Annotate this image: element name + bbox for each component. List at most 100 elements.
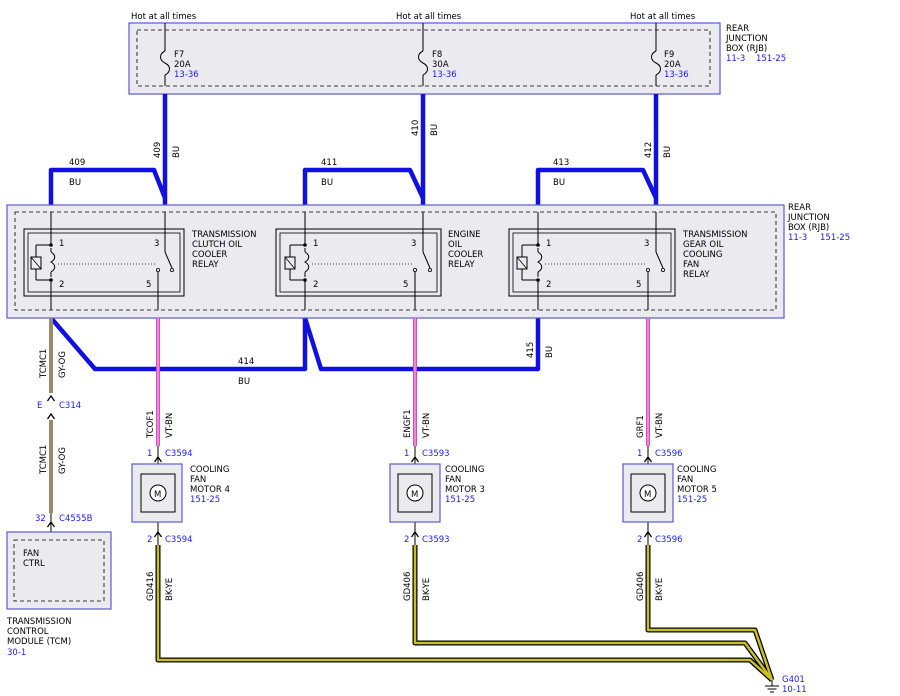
- relay-3-label-4: FAN: [683, 260, 699, 270]
- motor-5-icon: [639, 484, 657, 502]
- fuse-f9: F9 20A 13-36: [651, 50, 689, 80]
- fuse-f8-ref: 13-36: [432, 70, 457, 80]
- relay-3-pin-2: 2: [546, 280, 551, 290]
- rjb-bottom-label-3: BOX (RJB): [788, 223, 829, 233]
- tcm-label-2: CONTROL: [7, 627, 49, 637]
- wire-415-circuit: 415: [526, 342, 536, 358]
- wire-409-feed-circuit: 409: [153, 142, 163, 158]
- fuse-f7-rating: 20A: [174, 60, 191, 70]
- fuse-f8: F8 30A 13-36: [418, 50, 457, 80]
- relay-1-label-2: CLUTCH OIL: [192, 240, 242, 250]
- relay-2-label-2: OIL: [448, 240, 462, 250]
- wire-413-jump-circuit: 413: [553, 158, 569, 168]
- ground-name: G401: [782, 675, 805, 685]
- motor-5-pin-top: 1: [637, 449, 642, 459]
- wire-415-color: BU: [545, 346, 555, 358]
- wire-410-feed-color: BU: [430, 124, 440, 136]
- rjb-bottom-box: [6, 204, 785, 319]
- relay-2-pin-3: 3: [411, 239, 416, 249]
- motor-3-pin-top: 1: [404, 449, 409, 459]
- wire-tcmc1-lower-circuit: TCMC1: [39, 445, 49, 475]
- wire-grf1-circuit: GRF1: [636, 415, 646, 438]
- motor-5-label-2: FAN: [677, 475, 693, 485]
- fuse-f8-rating: 30A: [432, 60, 449, 70]
- relay-3-label-2: GEAR OIL: [683, 240, 724, 250]
- wire-tcmc1-upper-color: GY-OG: [58, 351, 68, 378]
- wire-grf1-color: VT-BN: [655, 413, 665, 438]
- motor-3-label-2: FAN: [445, 475, 461, 485]
- motor-3-label-1: COOLING: [445, 465, 485, 475]
- wire-410-feed-circuit: 410: [411, 120, 421, 136]
- wire-tcmc1-upper-circuit: TCMC1: [39, 349, 49, 379]
- ground-ref: 10-11: [782, 685, 807, 695]
- wire-414-circuit: 414: [238, 357, 254, 367]
- wire-414-color: BU: [238, 377, 250, 387]
- wire-415: [302, 317, 541, 372]
- motor-4-conn-bottom: C3594: [165, 535, 193, 545]
- motor-3-label-3: MOTOR 3: [445, 485, 485, 495]
- motor-3-pin-bottom: 2: [404, 535, 409, 545]
- motor-5-symbol: M: [644, 490, 651, 500]
- tcm-ref: 30-1: [7, 648, 26, 658]
- rjb-bottom-ref-1: 11-3: [788, 233, 807, 243]
- wire-gd416-circuit: GD416: [146, 572, 156, 601]
- wire-engf1-circuit: ENGF1: [403, 409, 413, 438]
- motor-5-ref: 151-25: [677, 495, 707, 505]
- motor-4-ref: 151-25: [190, 495, 220, 505]
- relay-1-pin-5: 5: [146, 280, 151, 290]
- wire-tcmc1-lower-color: GY-OG: [58, 447, 68, 474]
- fuse-f8-name: F8: [432, 50, 442, 60]
- wire-411-jump-circuit: 411: [321, 158, 337, 168]
- wire-409-jump: [48, 167, 168, 205]
- wire-409-feed-color: BU: [172, 146, 182, 158]
- wire-411-jump: [302, 167, 426, 205]
- relay-3-pin-3: 3: [644, 239, 649, 249]
- relay-1-label-4: RELAY: [192, 260, 219, 270]
- relay-1-label-3: COOLER: [192, 250, 227, 260]
- hot-label-3: Hot at all times: [630, 12, 696, 22]
- motor-5-pin-bottom: 2: [637, 535, 642, 545]
- motor-3-symbol: M: [411, 490, 418, 500]
- conn-c4555b-pin: 32: [35, 514, 46, 524]
- relay-2-pin-2: 2: [313, 280, 318, 290]
- tcm-label-3: MODULE (TCM): [7, 637, 71, 647]
- relay-1-pin-2: 2: [59, 280, 64, 290]
- relay-2-label-4: RELAY: [448, 260, 475, 270]
- tcm-inner-1: FAN: [23, 549, 39, 559]
- rjb-bottom-label-1: REAR: [788, 203, 811, 213]
- hot-label-1: Hot at all times: [131, 12, 197, 22]
- tcm-inner-2: CTRL: [23, 559, 45, 569]
- rjb-top-ref-1: 11-3: [726, 54, 745, 64]
- rjb-top-label-1: REAR: [726, 24, 749, 34]
- relay-3-pin-1: 1: [546, 239, 551, 249]
- relay-3-pin-5: 5: [636, 280, 641, 290]
- relay-1-pin-3: 3: [154, 239, 159, 249]
- rjb-bottom-inner: [14, 211, 777, 311]
- wire-engf1-color: VT-BN: [422, 413, 432, 438]
- cooling-fan-motor-5: M: [622, 446, 674, 545]
- ground-icon: [765, 680, 779, 693]
- wire-gd406-a-circuit: GD406: [403, 572, 413, 601]
- motor-4-pin-bottom: 2: [147, 535, 152, 545]
- fuse-f9-rating: 20A: [664, 60, 681, 70]
- cooling-fan-motor-4: M: [131, 446, 183, 545]
- motor-3-conn-top: C3593: [422, 449, 450, 459]
- motor-5-conn-bottom: C3596: [655, 535, 683, 545]
- wire-413-jump: [535, 167, 659, 205]
- relay-1-label-1: TRANSMISSION: [191, 230, 257, 240]
- wire-gd406-b-circuit: GD406: [636, 572, 646, 601]
- motor-3-icon: [406, 484, 424, 502]
- conn-c314: C314: [59, 401, 81, 411]
- fuse-f7-ref: 13-36: [174, 70, 199, 80]
- motor-5-conn-top: C3596: [655, 449, 683, 459]
- tcm-module: FAN CTRL: [6, 531, 112, 610]
- motor-3-conn-bottom: C3593: [422, 535, 450, 545]
- relay-2-pin-5: 5: [403, 280, 408, 290]
- relay-transmission-gear-oil-cooling-fan: 1 2 3 5 TRANSMISSION GEAR OIL COOLING FA…: [508, 212, 748, 310]
- motor-4-label-2: FAN: [190, 475, 206, 485]
- wire-gd416: [156, 545, 773, 681]
- wire-413-jump-color: BU: [553, 178, 565, 188]
- conn-c314-pin: E: [37, 401, 42, 411]
- relay-1-pin-1: 1: [59, 239, 64, 249]
